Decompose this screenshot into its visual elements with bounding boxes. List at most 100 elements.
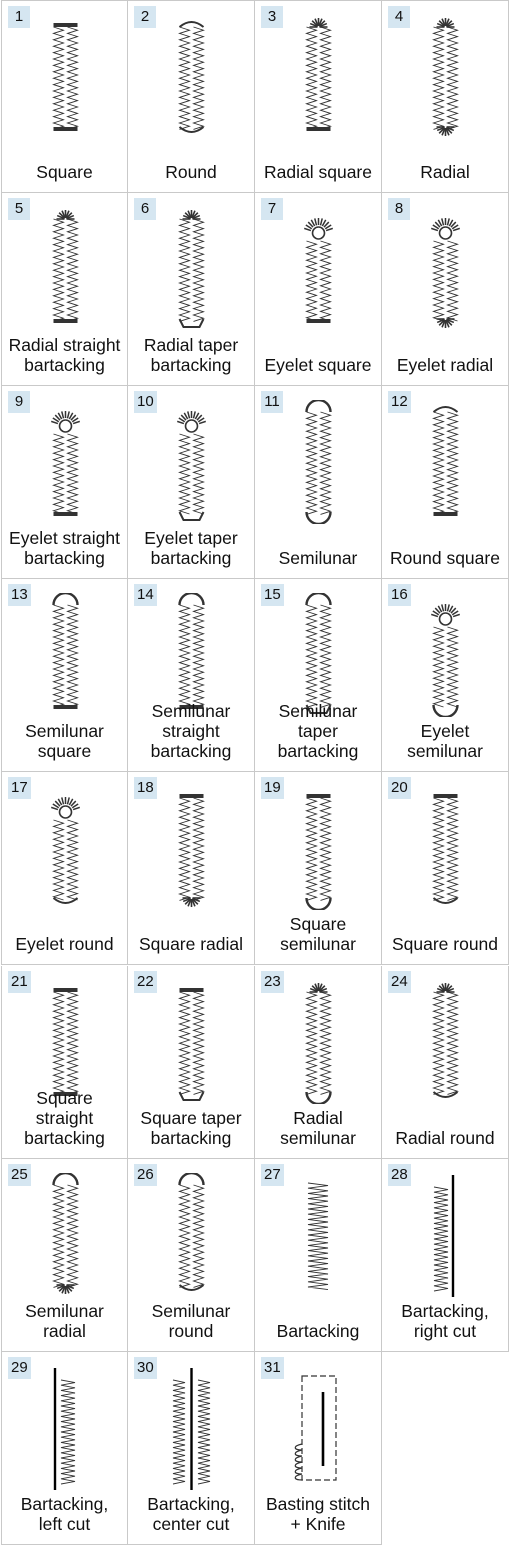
buttonhole-number-badge: 21 [8, 970, 31, 993]
buttonhole-label-line: bartacking [150, 1127, 232, 1148]
buttonhole-number-badge: 30 [134, 1356, 157, 1379]
buttonhole-shape-icon [52, 1172, 79, 1294]
buttonhole-number-badge: 20 [388, 777, 411, 800]
buttonhole-label-line: Eyelet radial [396, 355, 494, 376]
buttonhole-label-line: Square [36, 1087, 93, 1108]
buttonhole-number-badge: 16 [388, 584, 411, 607]
buttonhole-number-badge: 27 [261, 1163, 284, 1186]
buttonhole-number-badge: 2 [134, 6, 156, 28]
buttonhole-number-badge: 5 [8, 198, 30, 221]
buttonhole-label-line: Radial straight [8, 335, 121, 356]
buttonhole-label: Bartacking,center cut [128, 1494, 254, 1534]
buttonhole-label-line: Basting stitch [265, 1493, 371, 1514]
buttonhole-shape-icon [304, 218, 333, 324]
buttonhole-label-line: semilunar [280, 1127, 356, 1148]
buttonhole-shape-icon [178, 794, 205, 908]
buttonhole-label: Semilunar [255, 548, 381, 568]
buttonhole-number-badge: 6 [134, 198, 156, 221]
buttonhole-number-badge: 26 [134, 1163, 157, 1186]
buttonhole-label: Radial [382, 162, 508, 182]
buttonhole-label: Basting stitch+ Knife [255, 1494, 381, 1534]
buttonhole-label-line: square [37, 741, 92, 762]
buttonhole-label-line: Semilunar [278, 701, 358, 722]
buttonhole-label-line: bartacking [24, 548, 105, 569]
buttonhole-shape-icon [305, 18, 332, 131]
buttonhole-number-badge: 28 [388, 1163, 411, 1186]
buttonhole-label: Square round [382, 934, 508, 954]
buttonhole-label-line: radial [43, 1320, 86, 1341]
buttonhole-number-badge: 7 [261, 198, 283, 221]
buttonhole-label-line: Bartacking [276, 1320, 360, 1341]
buttonhole-label-line: Eyelet taper [144, 528, 238, 549]
buttonhole-label: Radial square [255, 162, 381, 182]
buttonhole-number-badge: 22 [134, 970, 157, 993]
buttonhole-shape-icon [172, 1367, 211, 1490]
buttonhole-number-badge: 4 [388, 6, 410, 28]
buttonhole-label-line: Radial round [395, 1127, 495, 1148]
buttonhole-number-badge: 3 [261, 6, 283, 28]
buttonhole-shape-icon [52, 593, 79, 710]
buttonhole-label-line: bartacking [150, 741, 232, 762]
buttonhole-number-badge: 23 [261, 970, 284, 993]
buttonhole-label-line: Square round [391, 934, 499, 955]
buttonhole-shape-icon [51, 411, 80, 517]
buttonhole-label-line: Radial [420, 162, 470, 183]
buttonhole-shape-icon [53, 1367, 76, 1490]
buttonhole-label: Eyelet round [2, 934, 127, 954]
buttonhole-number-badge: 19 [261, 777, 284, 800]
buttonhole-shape-icon [305, 794, 332, 911]
buttonhole-number-badge: 13 [8, 584, 31, 607]
buttonhole-label: Bartacking,left cut [2, 1494, 127, 1534]
buttonhole-label-line: bartacking [150, 548, 232, 569]
buttonhole-shape-icon [294, 1375, 337, 1481]
buttonhole-shape-icon [432, 18, 459, 136]
buttonhole-shape-icon [178, 210, 205, 329]
buttonhole-label: Round square [382, 548, 508, 568]
buttonhole-label-line: semilunar [407, 741, 483, 762]
buttonhole-shape-icon [432, 794, 459, 905]
buttonhole-shape-icon [177, 411, 206, 522]
buttonhole-label-line: Bartacking, [147, 1493, 235, 1514]
buttonhole-number-badge: 17 [8, 777, 31, 800]
buttonhole-number-badge: 12 [388, 391, 411, 414]
buttonhole-label-line: bartacking [24, 1127, 105, 1148]
buttonhole-shape-icon [51, 797, 80, 905]
buttonhole-label-line: Radial taper [143, 335, 239, 356]
buttonhole-shape-icon [178, 593, 205, 710]
buttonhole-shape-icon [52, 23, 79, 131]
buttonhole-label-line: Semilunar [151, 701, 231, 722]
buttonhole-label: Square radial [128, 934, 254, 954]
buttonhole-shape-icon [305, 400, 332, 525]
buttonhole-number-badge: 8 [388, 198, 410, 221]
buttonhole-label-line: Radial [293, 1107, 343, 1128]
buttonhole-shape-icon [307, 1182, 329, 1290]
buttonhole-number-badge: 1 [8, 6, 30, 28]
